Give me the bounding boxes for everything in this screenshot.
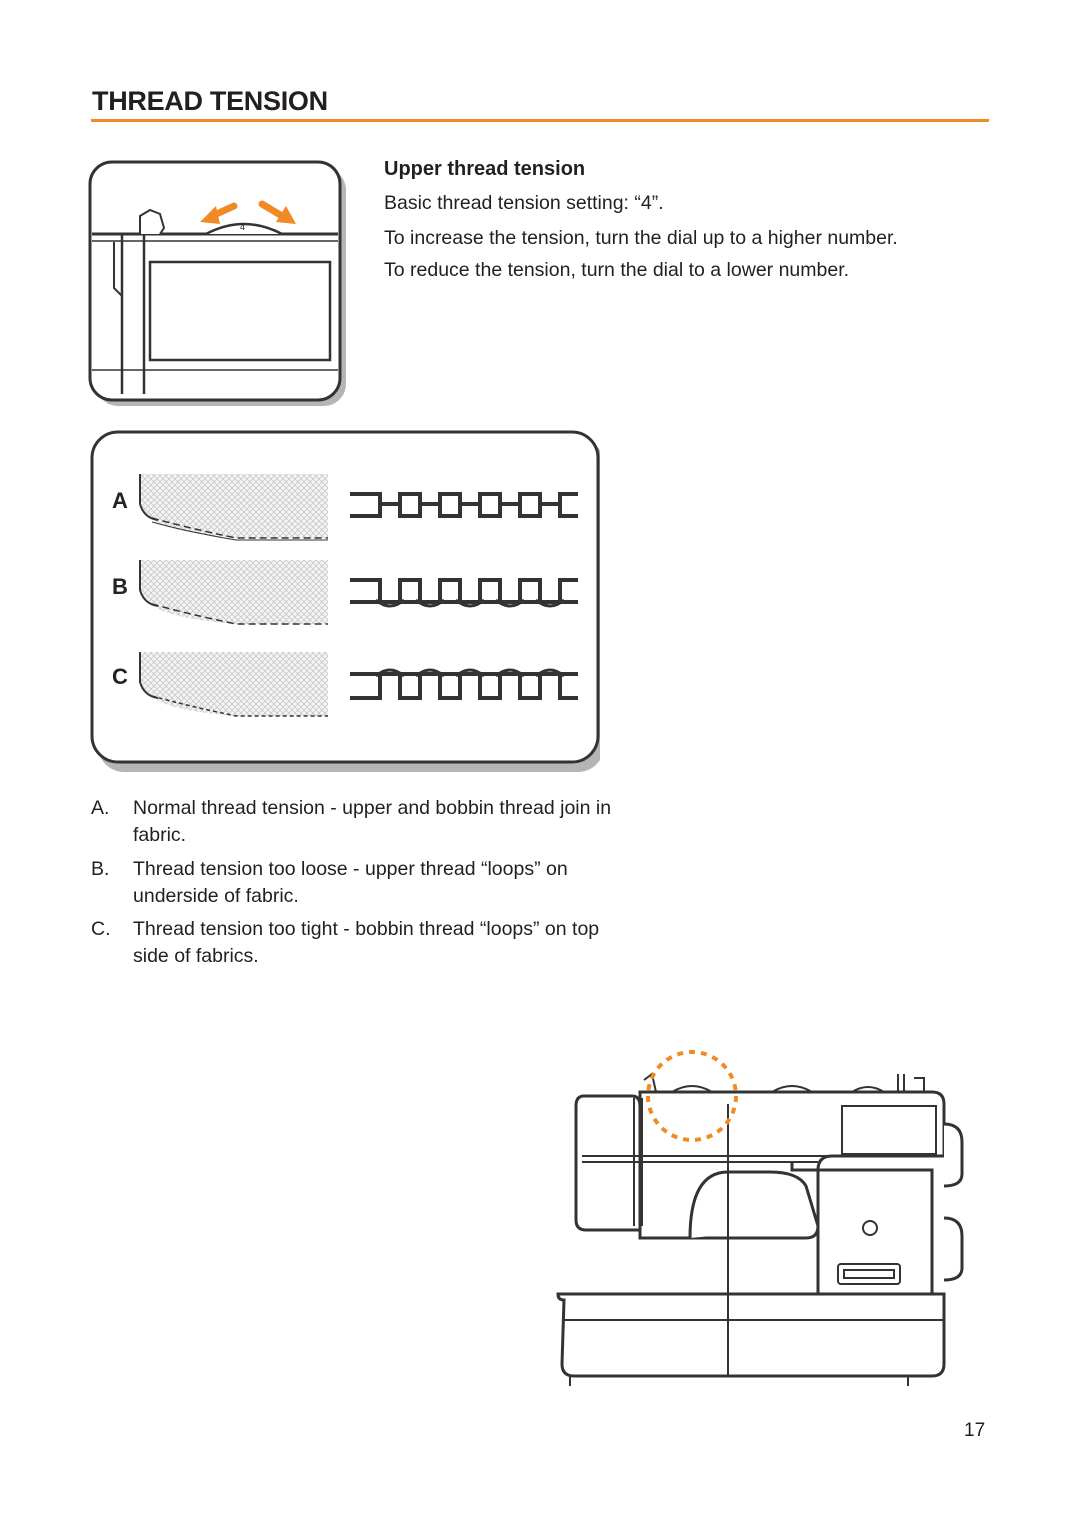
- stitch-row-a: A: [112, 474, 578, 541]
- tension-dial-illustration: 4: [88, 160, 346, 406]
- row-label-a: A: [112, 488, 128, 513]
- stitch-examples-illustration: A B C: [90, 430, 600, 772]
- dial-number-label: 4: [240, 222, 245, 232]
- reduce-tension-text: To reduce the tension, turn the dial to …: [384, 259, 850, 281]
- increase-tension-text: To increase the tension, turn the dial u…: [384, 227, 898, 249]
- note-letter: B.: [91, 858, 110, 880]
- note-letter: A.: [91, 797, 110, 819]
- note-c: C. Thread tension too tight - bobbin thr…: [91, 916, 631, 970]
- tension-dial-highlight-icon: [646, 1050, 738, 1142]
- row-label-c: C: [112, 664, 128, 689]
- note-a: A. Normal thread tension - upper and bob…: [91, 795, 631, 849]
- sewing-machine-illustration: [556, 1050, 964, 1386]
- note-text: Thread tension too tight - bobbin thread…: [133, 918, 600, 967]
- page-number: 17: [964, 1420, 986, 1441]
- note-letter: C.: [91, 918, 111, 940]
- note-b: B. Thread tension too loose - upper thre…: [91, 856, 631, 910]
- arrow-right-icon: [258, 200, 296, 224]
- title-rule: [91, 119, 989, 122]
- row-label-b: B: [112, 574, 128, 599]
- basic-setting-text: Basic thread tension setting: “4”.: [384, 192, 664, 214]
- page-title: THREAD TENSION: [92, 86, 328, 116]
- stitch-row-b: B: [112, 560, 578, 625]
- upper-tension-heading: Upper thread tension: [384, 158, 586, 180]
- arrow-left-icon: [200, 202, 238, 224]
- stitch-row-c: C: [112, 652, 578, 717]
- note-text: Normal thread tension - upper and bobbin…: [133, 797, 612, 846]
- note-text: Thread tension too loose - upper thread …: [133, 858, 568, 907]
